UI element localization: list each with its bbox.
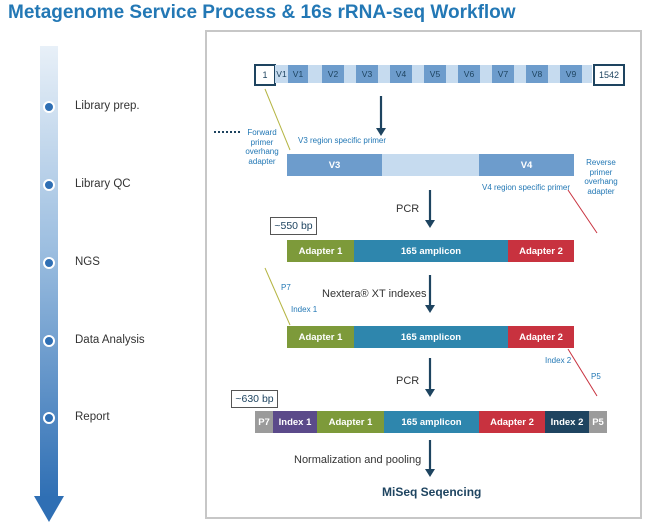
adapter-2-segment: Adapter 2	[508, 326, 574, 348]
gene-spacer	[548, 65, 560, 83]
adapter-1-segment: Adapter 1	[287, 326, 354, 348]
gene-spacer	[412, 65, 424, 83]
gene-region-v2: V2	[322, 65, 344, 83]
amplicon-segment: 165 amplicon	[354, 326, 508, 348]
gene-region-v9: V9	[560, 65, 582, 83]
stage-ngs: NGS	[75, 256, 100, 268]
timeline-dot-report	[43, 412, 55, 424]
index-1-label: Index 1	[291, 305, 318, 314]
gene-region-v5: V5	[424, 65, 446, 83]
index-1-segment: Index 1	[273, 411, 317, 433]
timeline-dot-data-analysis	[43, 335, 55, 347]
p5-label: P5	[591, 372, 601, 381]
adapter-2-segment: Adapter 2	[479, 411, 545, 433]
pcr-step-label: PCR	[396, 375, 420, 387]
gene-region-v1: V1	[288, 65, 308, 83]
gene-spacer	[514, 65, 526, 83]
index-2-label: Index 2	[545, 356, 572, 365]
workflow-panel	[205, 30, 642, 519]
index-2-segment: Index 2	[545, 411, 589, 433]
gene-region-v6: V6	[458, 65, 480, 83]
timeline-arrow-head	[34, 496, 64, 522]
v3-primer-label: V3 region specific primer	[298, 136, 387, 145]
stage-data-analysis: Data Analysis	[75, 334, 145, 346]
pcr-step-label: PCR	[396, 203, 420, 215]
p5-segment: P5	[589, 411, 607, 433]
gene-start: 1	[254, 64, 276, 86]
p7-segment: P7	[255, 411, 273, 433]
amplicon-segment: 165 amplicon	[384, 411, 479, 433]
gene-spacer	[344, 65, 356, 83]
amplicon-size-badge: ~630 bp	[231, 390, 278, 408]
adapter-2-segment: Adapter 2	[508, 240, 574, 262]
stage-library-qc: Library QC	[75, 178, 131, 190]
gene-spacer	[480, 65, 492, 83]
p7-label: P7	[281, 283, 291, 292]
adapter-1-segment: Adapter 1	[317, 411, 384, 433]
gene-spacer	[446, 65, 458, 83]
timeline-dot-library-prep	[43, 101, 55, 113]
v4-primer-label: V4 region specific primer	[482, 183, 571, 192]
adapter-1-segment: Adapter 1	[287, 240, 354, 262]
stage-report: Report	[75, 411, 110, 423]
v4-region: V4	[479, 154, 574, 176]
v3-region: V3	[287, 154, 382, 176]
timeline-dot-ngs	[43, 257, 55, 269]
timeline-dot-library-qc	[43, 179, 55, 191]
gene-region-v8: V8	[526, 65, 548, 83]
miseq-sequencing-label: MiSeq Seqencing	[382, 485, 482, 499]
gene-region-v3: V3	[356, 65, 378, 83]
nextera-indexes-label: Nextera® XT indexes	[322, 288, 427, 300]
gene-region-v4: V4	[390, 65, 412, 83]
timeline-bar	[40, 46, 58, 498]
forward-primer-adapter-label: Forward primer overhang adapter	[245, 128, 279, 166]
reverse-primer-adapter-label: Reverse primer overhang adapter	[584, 158, 618, 196]
gene-region-v1: V1	[275, 65, 288, 83]
v3-v4-spacer	[382, 154, 479, 176]
gene-spacer	[308, 65, 322, 83]
gene-spacer	[582, 65, 592, 83]
page-title: Metagenome Service Process & 16s rRNA-se…	[8, 2, 516, 23]
gene-region-v7: V7	[492, 65, 514, 83]
process-timeline	[34, 46, 64, 522]
amplicon-size-badge: ~550 bp	[270, 217, 317, 235]
normalization-pooling-label: Normalization and pooling	[294, 454, 422, 466]
gene-end: 1542	[593, 64, 625, 86]
gene-spacer	[378, 65, 390, 83]
amplicon-segment: 165 amplicon	[354, 240, 508, 262]
stage-library-prep: Library prep.	[75, 100, 140, 112]
